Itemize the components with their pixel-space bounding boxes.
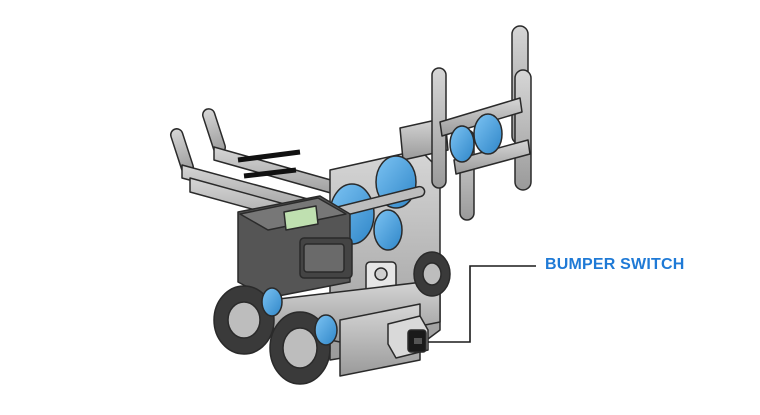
- bumper-switch-label: BUMPER SWITCH: [545, 256, 685, 273]
- bumper-switch: [387, 315, 429, 359]
- wheels: [213, 251, 451, 385]
- right-claw-gears: [449, 113, 503, 163]
- callout-leader-line: [428, 265, 536, 343]
- robot-brain: [237, 195, 353, 299]
- claw-black-rails: [237, 149, 301, 179]
- brain-screen: [283, 205, 319, 231]
- robot-assembly: [169, 25, 532, 385]
